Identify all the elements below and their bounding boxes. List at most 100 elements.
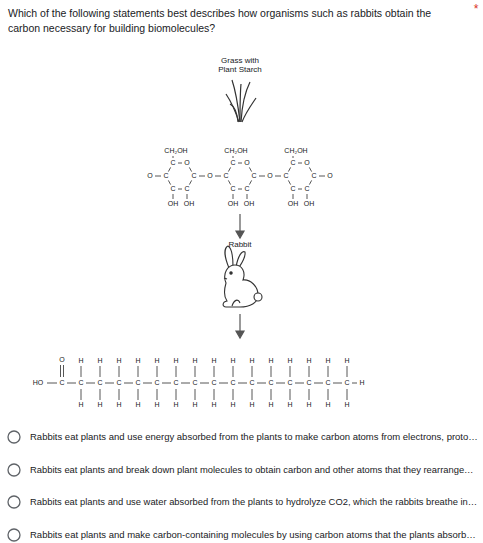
hydrogen-atom: H xyxy=(230,401,235,409)
bond-line xyxy=(309,180,311,184)
bond-line xyxy=(195,366,196,377)
carbon-atom: C xyxy=(170,159,175,167)
carbon-atom: C xyxy=(244,185,249,193)
bond-line xyxy=(290,389,291,400)
bridging-oxygen: O xyxy=(267,172,272,180)
hydrogen-atom: H xyxy=(135,401,140,409)
hydrogen-atom: H xyxy=(230,357,235,365)
hydrogen-atom: H xyxy=(344,401,349,409)
bond-line xyxy=(189,180,191,184)
carbon-atom: C xyxy=(230,379,235,387)
carbon-atom: C xyxy=(306,379,311,387)
hydrogen-atom: H xyxy=(211,401,216,409)
bond-line xyxy=(249,167,251,171)
bond-line xyxy=(162,383,171,384)
bond-line xyxy=(195,389,196,400)
hydrogen-atom: H xyxy=(287,401,292,409)
answer-option: Rabbits eat plants and make carbon-conta… xyxy=(30,530,476,541)
ch2oh-group: CH₂OH xyxy=(284,147,307,155)
hydroxyl-group: OH xyxy=(244,200,255,208)
hydrogen-atom: H xyxy=(173,357,178,365)
bridging-oxygen: O xyxy=(207,172,212,180)
bond-line xyxy=(247,194,248,199)
hydrogen-atom: H xyxy=(154,357,159,365)
hydrogen-atom: H xyxy=(306,357,311,365)
bond-line xyxy=(119,389,120,400)
carbon-atom: C xyxy=(163,172,168,180)
hydrogen-atom: H xyxy=(249,401,254,409)
hydroxyl-group: OH xyxy=(184,200,195,208)
hydrogen-atom: H xyxy=(306,401,311,409)
bond-line xyxy=(138,366,139,377)
bond-line xyxy=(309,389,310,400)
hydrogen-atom: H xyxy=(78,357,83,365)
carbon-atom: C xyxy=(173,379,178,387)
required-asterisk: * xyxy=(474,3,479,17)
hydrogen-atom: H xyxy=(97,401,102,409)
bond-line xyxy=(81,366,82,377)
carbon-atom: C xyxy=(192,379,197,387)
bond-line xyxy=(328,389,329,400)
bond-line xyxy=(257,383,266,384)
bond-line xyxy=(252,366,253,377)
hydrogen-atom: H xyxy=(116,357,121,365)
bond-line xyxy=(214,366,215,377)
bond-line xyxy=(100,366,101,377)
bond-line xyxy=(86,383,95,384)
ch2oh-group: CH₂OH xyxy=(164,147,187,155)
carbon-atom: C xyxy=(283,172,288,180)
hydrogen-atom: H xyxy=(249,357,254,365)
bond-line xyxy=(233,366,234,377)
carbon-atom: C xyxy=(311,172,316,180)
bond-line xyxy=(187,194,188,199)
answer-option: Rabbits eat plants and use energy absorb… xyxy=(30,432,478,443)
bond-line xyxy=(314,383,323,384)
oxygen-atom: O xyxy=(304,159,309,167)
hydrogen-atom: H xyxy=(192,401,197,409)
hydroxyl-group: OH xyxy=(228,200,239,208)
bond-line xyxy=(347,389,348,400)
bond-line xyxy=(189,167,191,171)
bond-line xyxy=(233,194,234,199)
hydroxyl-group: OH xyxy=(288,200,299,208)
bridging-oxygen: O xyxy=(147,172,152,180)
bond-line xyxy=(238,189,242,190)
bond-line xyxy=(181,383,190,384)
bond-line xyxy=(252,389,253,400)
bond-line xyxy=(157,389,158,400)
bond-line xyxy=(352,383,357,384)
bond-line xyxy=(157,366,158,377)
bridging-oxygen: O xyxy=(327,172,332,180)
hydrogen-atom: H xyxy=(211,357,216,365)
bond-line xyxy=(47,383,57,384)
rabbit-drawing xyxy=(223,246,262,307)
hydrogen-atom: H xyxy=(154,401,159,409)
radio-button xyxy=(8,496,20,508)
carbon-atom: C xyxy=(287,379,292,387)
carbon-atom: C xyxy=(325,379,330,387)
bond-line xyxy=(249,180,251,184)
bond-line xyxy=(100,389,101,400)
hydrogen-atom: H xyxy=(287,357,292,365)
carbon-atom: C xyxy=(97,379,102,387)
carbon-atom: C xyxy=(268,379,273,387)
hydrogen-atom: H xyxy=(97,357,102,365)
bond-line xyxy=(60,365,61,377)
bond-line xyxy=(215,176,221,177)
bond-line xyxy=(219,383,228,384)
bond-line xyxy=(228,180,230,184)
carbon-atom: C xyxy=(191,172,196,180)
bond-line xyxy=(176,366,177,377)
hydroxyl-group: OH xyxy=(304,200,315,208)
radio-button xyxy=(8,464,20,476)
bond-line xyxy=(173,194,174,199)
bond-line xyxy=(124,383,133,384)
bond-line xyxy=(214,389,215,400)
grass-drawing xyxy=(226,80,256,122)
carbon-atom: C xyxy=(290,185,295,193)
radio-buttons xyxy=(8,431,20,541)
radio-button xyxy=(8,431,20,443)
bond-line xyxy=(295,383,304,384)
bond-line xyxy=(200,383,209,384)
hydrogen-atom: H xyxy=(325,357,330,365)
